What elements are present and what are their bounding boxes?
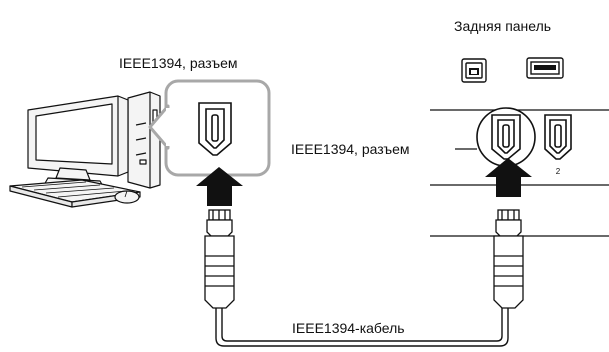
rear-panel-label: Задняя панель xyxy=(454,18,552,34)
computer-tower xyxy=(127,91,161,189)
ieee1394-port-left xyxy=(198,102,232,156)
usb-b-port xyxy=(461,58,487,83)
usb-a-port xyxy=(526,57,564,79)
port-highlight-circle xyxy=(476,107,536,167)
computer-connector-label: IEEE1394, разъем xyxy=(119,55,238,71)
computer-monitor xyxy=(27,95,129,189)
panel-connector-label: IEEE1394, разъем xyxy=(291,141,410,157)
computer-illustration xyxy=(9,91,161,208)
insert-arrow-right xyxy=(485,158,532,197)
insert-arrow-left xyxy=(196,167,243,206)
computer-mouse xyxy=(114,190,140,204)
cable-wire xyxy=(215,308,509,347)
cable-plug-left xyxy=(204,209,235,309)
ieee1394-port-2 xyxy=(544,114,572,160)
port-number-label: 2 xyxy=(556,167,561,176)
ieee1394-cable xyxy=(204,209,524,347)
cable-plug-right xyxy=(493,209,524,309)
cable-label: IEEE1394-кабель xyxy=(288,320,409,336)
rear-panel xyxy=(430,57,609,237)
left-connector-callout xyxy=(148,79,271,177)
